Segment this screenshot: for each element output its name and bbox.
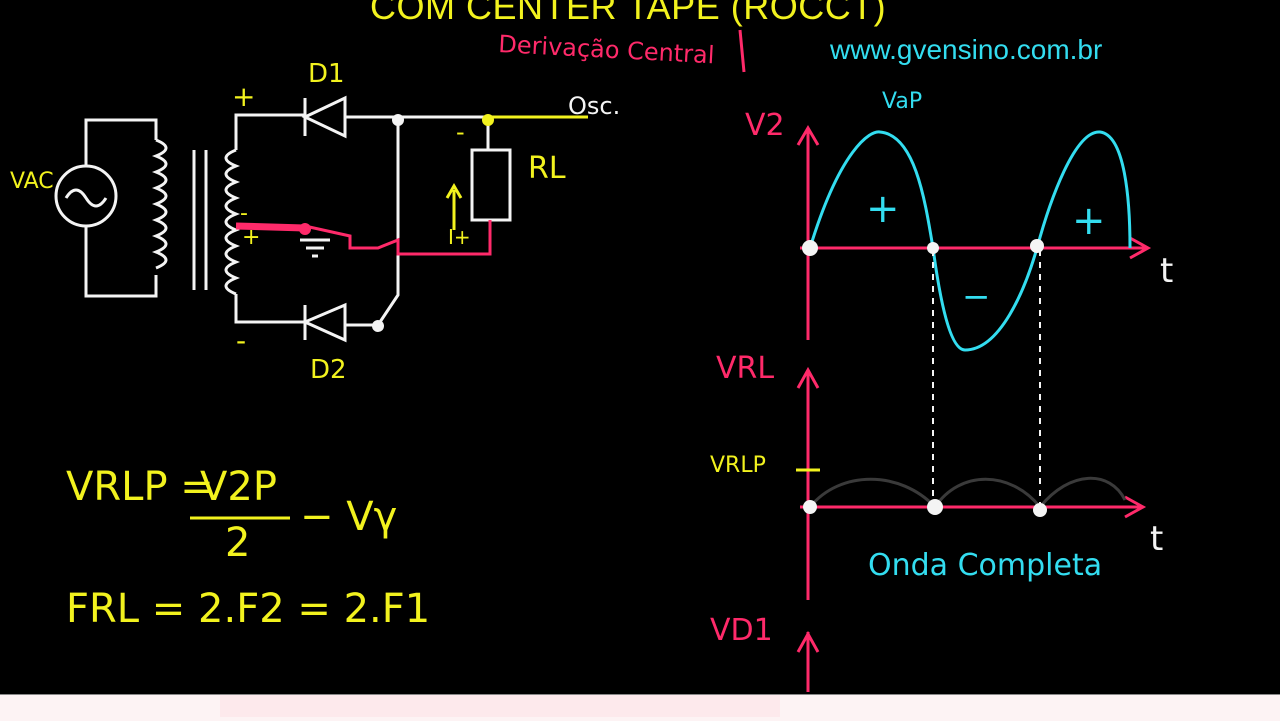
diode-d1-icon [301,95,347,139]
minus-sign: - [236,324,246,357]
center-tap-annotation: Derivação Central [498,30,715,69]
node-dot [299,223,311,235]
arrow-right-icon [1124,495,1147,519]
formula-vrlp-lhs: VRLP = [66,464,214,510]
arrow-up-icon [796,630,820,653]
annotation-stroke [738,29,746,73]
tap-minus-sign: - [240,201,248,226]
vrl-label: VRL [716,351,774,386]
arrow-right-icon [1129,236,1152,260]
negative-half-sign: − [962,277,991,317]
rectified-wave-vrl [808,476,1127,510]
oscilloscope-label: Osc. [568,92,620,120]
load-minus-sign: - [456,118,465,146]
zero-crossing-dot [927,242,939,254]
current-arrowhead-icon [445,183,463,199]
primary-coil [151,138,168,270]
positive-half-sign: + [1072,198,1106,244]
node-dot [392,114,404,126]
current-label: I+ [448,225,471,249]
video-title: COM CENTER TAPE (ROCCT) [370,0,887,27]
center-tap-wire [236,220,492,256]
center-tap-highlight [235,222,306,232]
d1-label: D1 [308,59,345,89]
zero-crossing-dot [1030,239,1044,253]
formula-frequency: FRL = 2.F2 = 2.F1 [66,586,430,632]
time-label: t [1160,251,1173,291]
primary-wires [84,118,158,298]
scrollbar-thumb[interactable] [220,695,780,717]
graph-axes [796,125,1152,692]
source-label: VAC [10,169,54,194]
secondary-coil [224,148,241,296]
sine-wave-v2 [808,130,1132,352]
plus-sign: + [232,80,255,113]
horizontal-scrollbar[interactable] [0,694,1280,721]
formula-rest: − Vγ [300,494,397,540]
tap-plus-sign: + [242,225,260,250]
website-url: www.gvensino.com.br [830,34,1103,65]
positive-half-sign: + [866,186,900,232]
arrow-up-icon [796,366,820,389]
ground-icon [300,238,330,258]
right-wire [345,117,400,327]
load-resistor-icon [470,148,512,222]
node-dot [482,114,494,126]
zero-crossing-dot [803,500,817,514]
arrow-up-icon [796,125,820,146]
sine-symbol-icon [64,188,108,208]
diode-d2-icon [301,302,347,343]
formula-numerator: V2P [200,464,277,510]
zero-crossing-dot [802,240,818,256]
node-dot [372,320,384,332]
zero-crossing-dot [927,499,943,515]
formula-denominator: 2 [225,520,250,566]
vd1-label: VD1 [710,613,773,648]
waveform-caption: Onda Completa [868,548,1102,583]
load-label: RL [528,151,566,186]
vrlp-label: VRLP [710,453,766,478]
v2-label: V2 [745,108,785,143]
secondary-wires [234,113,305,324]
d2-label: D2 [310,355,347,385]
peak-label: VaP [882,89,922,114]
zero-crossing-dot [1033,503,1047,517]
rectifier-circuit [54,95,588,343]
time-label: t [1150,519,1163,559]
